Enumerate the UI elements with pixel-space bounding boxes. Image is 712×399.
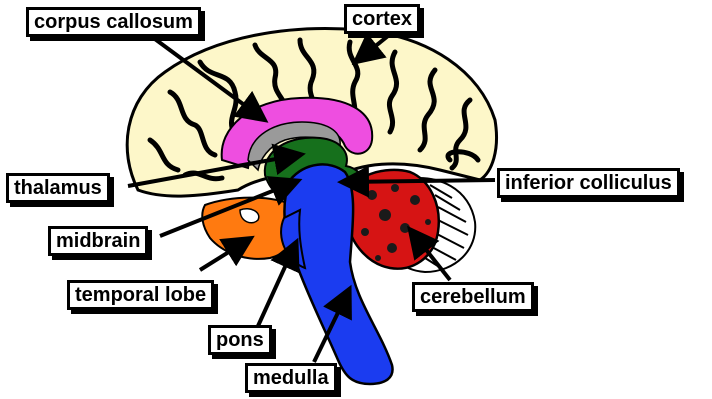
label-cerebellum: cerebellum: [412, 282, 534, 312]
label-thalamus: thalamus: [6, 173, 110, 203]
label-pons: pons: [208, 325, 272, 355]
label-inferior-colliculus: inferior colliculus: [497, 168, 680, 198]
label-medulla: medulla: [245, 363, 337, 393]
cerebellum-region: [345, 170, 439, 269]
label-midbrain: midbrain: [48, 226, 148, 256]
label-corpus-callosum: corpus callosum: [26, 7, 201, 37]
label-cortex: cortex: [344, 4, 420, 34]
label-temporal-lobe: temporal lobe: [67, 280, 214, 310]
